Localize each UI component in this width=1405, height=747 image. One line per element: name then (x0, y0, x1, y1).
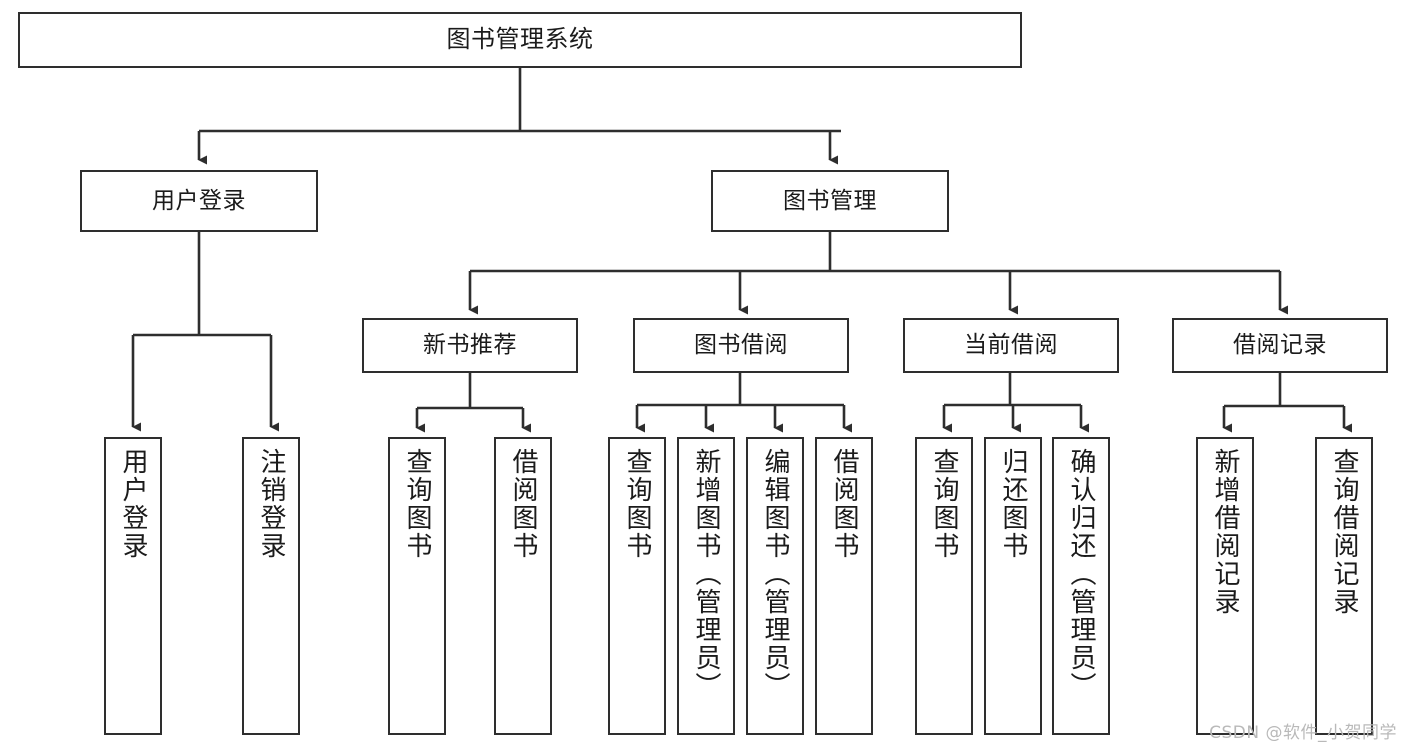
leaf-query-book-new[interactable]: 查询图书 (388, 437, 446, 735)
leaf-confirm-return-admin[interactable]: 确认归还（管理员） (1052, 437, 1110, 735)
leaf-edit-book-admin[interactable]: 编辑图书（管理员） (746, 437, 804, 735)
leaf-query-book-current[interactable]: 查询图书 (915, 437, 973, 735)
node-label: 查询图书 (929, 448, 959, 560)
node-label: 查询借阅记录 (1329, 448, 1359, 616)
leaf-logout[interactable]: 注销登录 (242, 437, 300, 735)
node-label: 注销登录 (256, 448, 286, 560)
watermark-text: CSDN @软件_小贺同学 (1209, 723, 1397, 743)
leaf-borrow-book-new[interactable]: 借阅图书 (494, 437, 552, 735)
node-label: 新增图书（管理员） (691, 448, 721, 700)
node-label: 借阅图书 (508, 448, 538, 560)
node-borrow-record[interactable]: 借阅记录 (1172, 318, 1388, 373)
node-book-management-system[interactable]: 图书管理系统 (18, 12, 1022, 68)
leaf-user-login[interactable]: 用户登录 (104, 437, 162, 735)
node-label: 图书管理系统 (446, 25, 594, 54)
node-label: 借阅图书 (829, 448, 859, 560)
node-label: 借阅记录 (1233, 332, 1327, 359)
node-label: 图书管理 (783, 187, 877, 214)
node-label: 新书推荐 (423, 332, 517, 359)
node-label: 查询图书 (402, 448, 432, 560)
node-label: 当前借阅 (964, 332, 1058, 359)
node-current-borrow[interactable]: 当前借阅 (903, 318, 1119, 373)
node-label: 编辑图书（管理员） (760, 448, 790, 700)
node-label: 用户登录 (118, 448, 148, 560)
leaf-borrow-book[interactable]: 借阅图书 (815, 437, 873, 735)
node-label: 新增借阅记录 (1210, 448, 1240, 616)
node-label: 确认归还（管理员） (1066, 448, 1096, 700)
leaf-query-book-borrow[interactable]: 查询图书 (608, 437, 666, 735)
leaf-add-borrow-record[interactable]: 新增借阅记录 (1196, 437, 1254, 735)
node-user-login[interactable]: 用户登录 (80, 170, 318, 232)
node-book-management[interactable]: 图书管理 (711, 170, 949, 232)
node-label: 图书借阅 (694, 332, 788, 359)
node-new-book-recommend[interactable]: 新书推荐 (362, 318, 578, 373)
node-label: 查询图书 (622, 448, 652, 560)
leaf-query-borrow-record[interactable]: 查询借阅记录 (1315, 437, 1373, 735)
node-label: 归还图书 (998, 448, 1028, 560)
leaf-return-book[interactable]: 归还图书 (984, 437, 1042, 735)
node-book-borrow[interactable]: 图书借阅 (633, 318, 849, 373)
leaf-add-book-admin[interactable]: 新增图书（管理员） (677, 437, 735, 735)
node-label: 用户登录 (152, 187, 246, 214)
